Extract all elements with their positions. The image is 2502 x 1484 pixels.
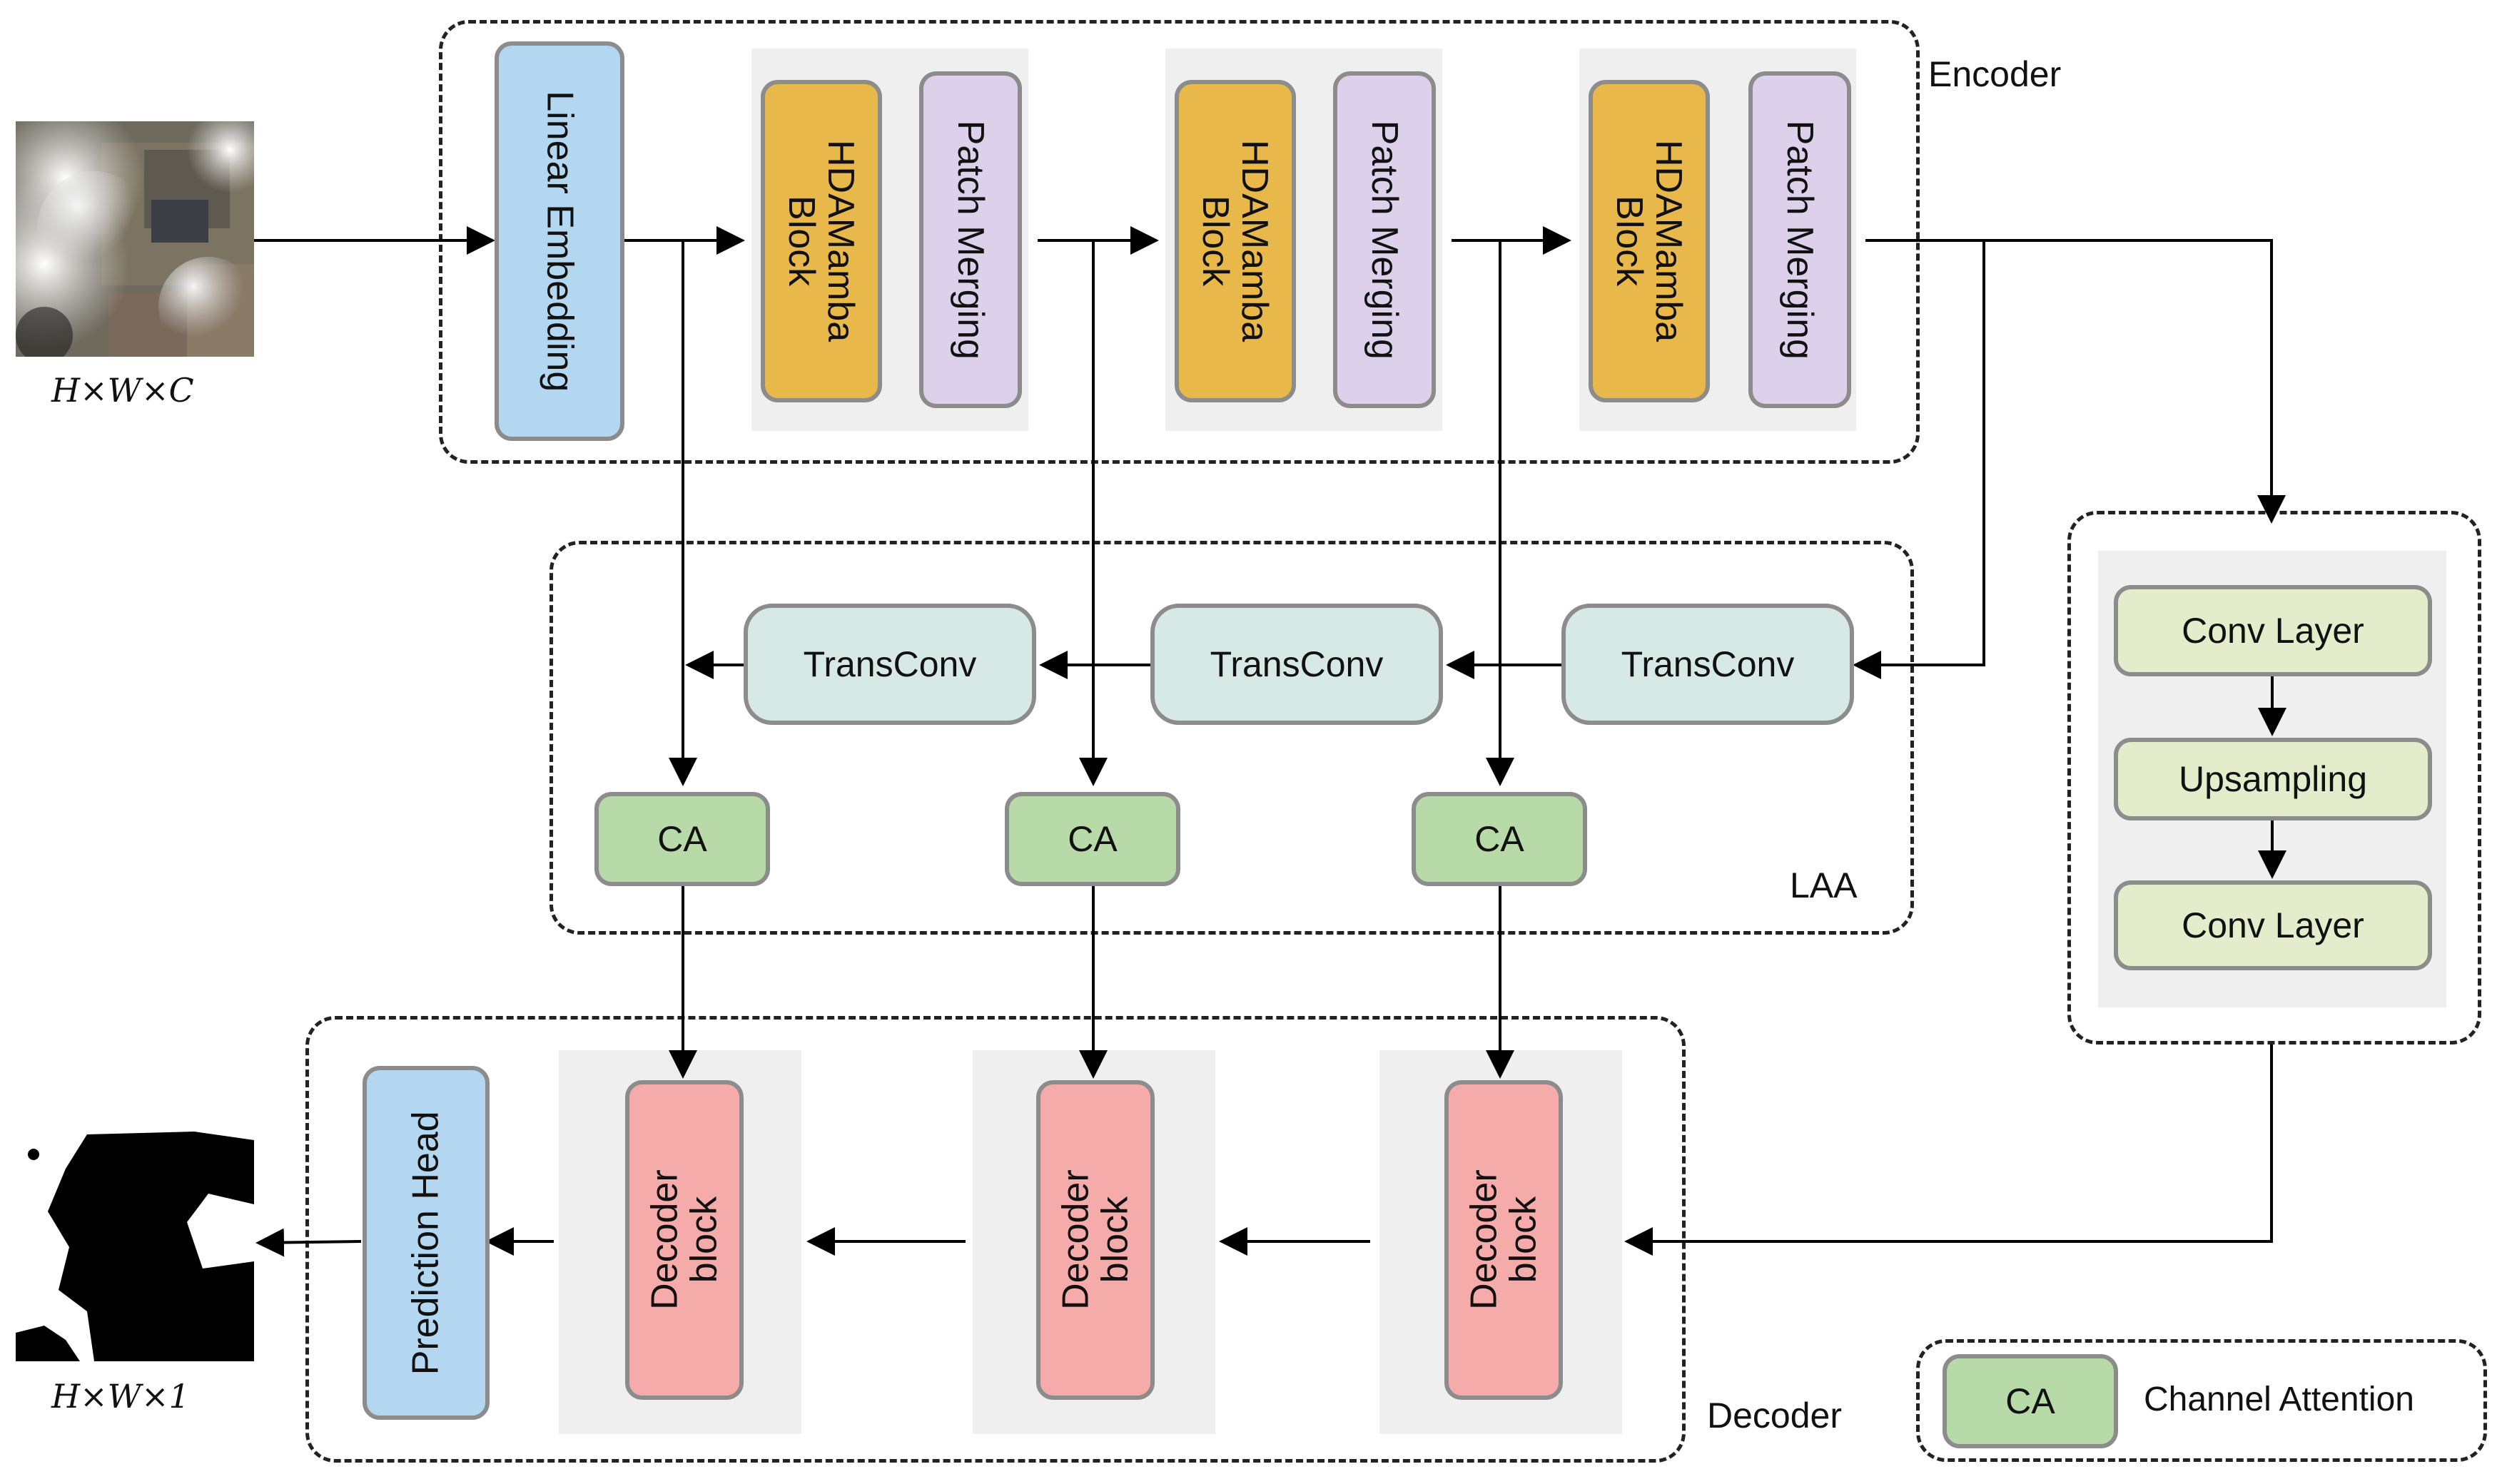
decoder-block-1-label: Decoder block <box>644 1169 724 1311</box>
legend-ca-label: CA <box>2005 1381 2055 1421</box>
decoder-block-2: Decoder block <box>1036 1080 1155 1400</box>
linear-embedding-box: Linear Embedding <box>495 41 624 441</box>
conv-layer-2-label: Conv Layer <box>2182 905 2364 945</box>
hdamamba-block-1-label: HDAMamba Block <box>781 140 862 342</box>
transconv-1: TransConv <box>744 604 1036 725</box>
patch-merging-3-label: Patch Merging <box>1779 120 1821 360</box>
legend-meaning: Channel Attention <box>2144 1381 2414 1418</box>
decoder-block-1: Decoder block <box>625 1080 744 1400</box>
patch-merging-2: Patch Merging <box>1333 71 1436 408</box>
decoder-block-3: Decoder block <box>1444 1080 1563 1400</box>
hdamamba-block-3-label: HDAMamba Block <box>1609 140 1690 342</box>
patch-merging-1-label: Patch Merging <box>950 120 992 360</box>
output-dims: H×W×1 <box>51 1377 190 1416</box>
ca-block-1: CA <box>594 792 770 886</box>
prediction-head-label: Prediction Head <box>405 1111 447 1375</box>
decoder-block-3-label: Decoder block <box>1463 1169 1544 1311</box>
laa-group <box>549 541 1914 935</box>
conv-layer-1: Conv Layer <box>2114 585 2432 676</box>
input-dims: H×W×C <box>51 371 194 410</box>
ca-block-3-label: CA <box>1474 819 1524 859</box>
upsampling-label: Upsampling <box>2178 759 2367 799</box>
output-mask-image <box>16 1126 254 1361</box>
hdamamba-block-3: HDAMamba Block <box>1589 80 1710 402</box>
encoder-label: Encoder <box>1928 54 2062 94</box>
linear-embedding-label: Linear Embedding <box>539 90 581 392</box>
decoder-block-2-label: Decoder block <box>1055 1169 1135 1311</box>
hdamamba-block-1: HDAMamba Block <box>761 80 882 402</box>
decoder-label: Decoder <box>1707 1396 1842 1435</box>
transconv-3: TransConv <box>1561 604 1854 725</box>
patch-merging-1: Patch Merging <box>919 71 1022 408</box>
input-image <box>16 121 254 357</box>
patch-merging-2-label: Patch Merging <box>1364 120 1406 360</box>
conv-layer-2: Conv Layer <box>2114 880 2432 970</box>
patch-merging-3: Patch Merging <box>1748 71 1851 408</box>
upsampling-layer: Upsampling <box>2114 738 2432 820</box>
ca-block-3: CA <box>1412 792 1587 886</box>
transconv-1-label: TransConv <box>803 644 977 684</box>
ca-block-1-label: CA <box>657 819 707 859</box>
decoder-group <box>305 1016 1686 1463</box>
ca-block-2: CA <box>1005 792 1180 886</box>
legend-ca-swatch: CA <box>1943 1354 2118 1448</box>
prediction-head-box: Prediction Head <box>363 1066 490 1420</box>
legend-group <box>1916 1339 2487 1462</box>
transconv-2: TransConv <box>1150 604 1443 725</box>
conv-layer-1-label: Conv Layer <box>2182 611 2364 651</box>
ca-block-2-label: CA <box>1068 819 1118 859</box>
laa-label: LAA <box>1790 865 1858 905</box>
hdamamba-block-2-label: HDAMamba Block <box>1195 140 1276 342</box>
transconv-2-label: TransConv <box>1210 644 1384 684</box>
hdamamba-block-2: HDAMamba Block <box>1175 80 1296 402</box>
transconv-3-label: TransConv <box>1621 644 1795 684</box>
